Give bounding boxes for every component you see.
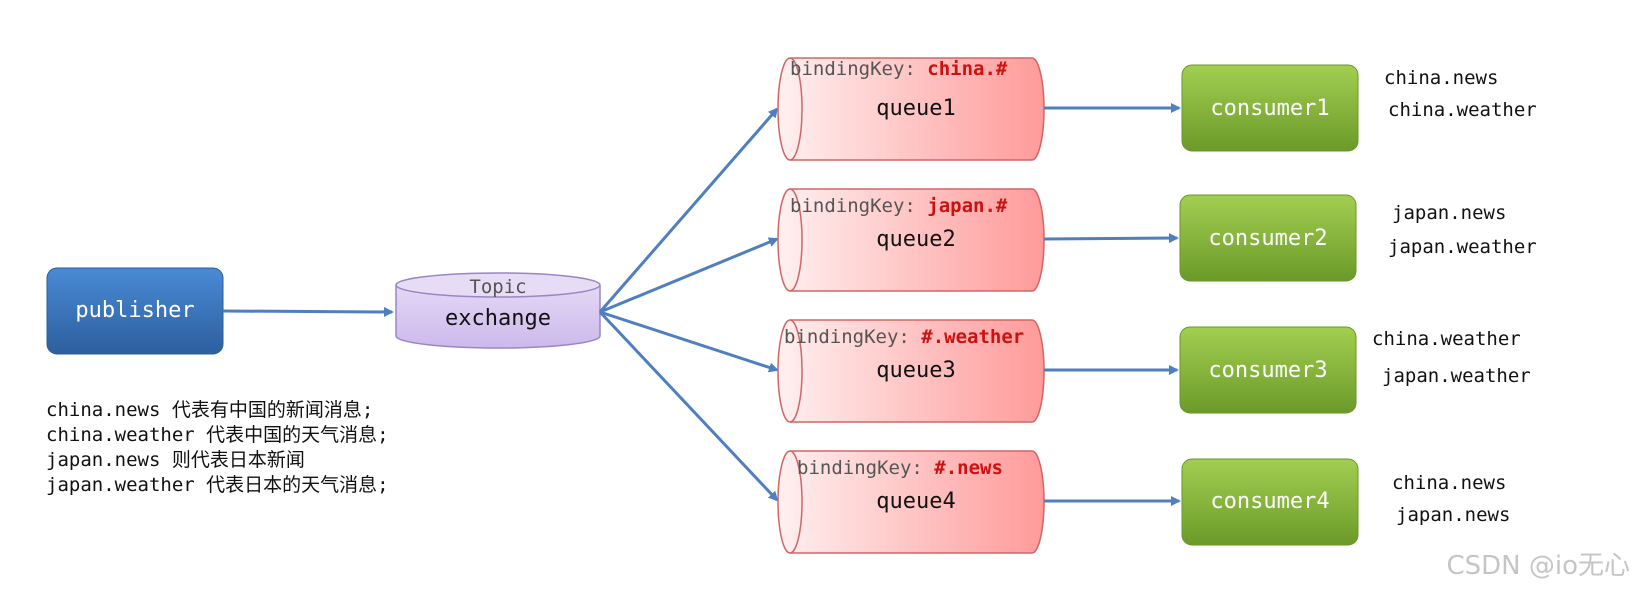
- note-line: china.weather 代表中国的天气消息;: [46, 424, 389, 446]
- queue-label: queue1: [876, 96, 955, 121]
- routing-key: china.news: [1392, 472, 1506, 494]
- queue-node: bindingKey: #.weather queue3: [777, 319, 1045, 423]
- publisher-label: publisher: [75, 298, 194, 323]
- exchange-type-label: Topic: [469, 276, 526, 298]
- consumer-label: consumer2: [1208, 226, 1327, 251]
- routing-key: china.weather: [1388, 99, 1537, 121]
- consumer-node: consumer4: [1181, 458, 1359, 546]
- queue-label: queue2: [876, 227, 955, 252]
- watermark: CSDN @io无心: [1446, 551, 1630, 581]
- queue-label: queue4: [876, 489, 955, 514]
- consumer-label: consumer4: [1210, 489, 1329, 514]
- binding-key-label: bindingKey: china.#: [790, 58, 1008, 80]
- binding-key-label: bindingKey: #.news: [797, 457, 1003, 479]
- routing-key: japan.weather: [1382, 365, 1531, 387]
- queue-node: bindingKey: china.# queue1: [777, 57, 1045, 161]
- binding-key-label: bindingKey: japan.#: [790, 195, 1008, 217]
- consumer-label: consumer1: [1210, 96, 1329, 121]
- arrow-exchange-queue4: [598, 310, 779, 502]
- exchange-label: exchange: [445, 306, 551, 331]
- note-line: japan.weather 代表日本的天气消息;: [46, 474, 389, 496]
- routing-key-notes: china.news 代表有中国的新闻消息; china.weather 代表中…: [46, 398, 389, 498]
- note-line: china.news 代表有中国的新闻消息;: [46, 399, 374, 421]
- consumer-node: consumer1: [1181, 64, 1359, 152]
- queue-node: bindingKey: #.news queue4: [777, 450, 1045, 554]
- binding-key-value: japan.#: [927, 195, 1008, 217]
- routing-key: japan.weather: [1388, 236, 1537, 258]
- arrow-exchange-queue3: [599, 310, 779, 373]
- consumer-label: consumer3: [1208, 358, 1327, 383]
- queue-node: bindingKey: japan.# queue2: [777, 188, 1045, 292]
- queue-label: queue3: [876, 358, 955, 383]
- binding-key-label: bindingKey: #.weather: [784, 326, 1024, 348]
- arrow-queue2-consumer2: [1043, 233, 1179, 244]
- binding-key-value: #.weather: [921, 326, 1024, 348]
- routing-key: japan.news: [1396, 504, 1510, 526]
- routing-key: japan.news: [1392, 202, 1506, 224]
- routing-key: china.news: [1384, 67, 1498, 89]
- arrow-exchange-queue2: [599, 237, 779, 314]
- publisher-node: publisher: [46, 267, 224, 355]
- binding-key-value: china.#: [927, 58, 1008, 80]
- exchange-node: Topic exchange: [395, 272, 601, 349]
- consumer-node: consumer3: [1179, 326, 1357, 414]
- routing-key: china.weather: [1372, 328, 1521, 350]
- consumer-node: consumer2: [1179, 194, 1357, 282]
- arrow-exchange-queue1: [598, 107, 779, 313]
- note-line: japan.news 则代表日本新闻: [46, 449, 305, 471]
- arrow-publisher-exchange: [222, 306, 394, 317]
- binding-key-value: #.news: [934, 457, 1003, 479]
